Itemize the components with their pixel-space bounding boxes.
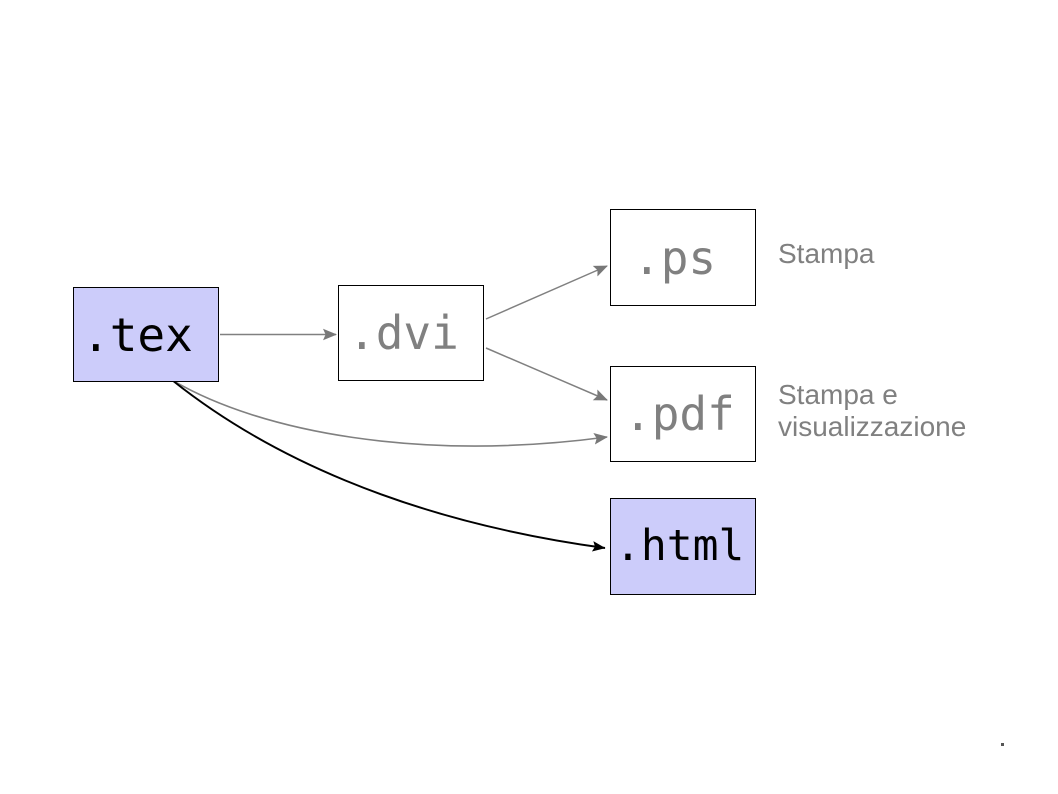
edge-dvi-to-ps — [485, 265, 608, 320]
node-pdf[interactable]: .pdf — [610, 366, 756, 462]
edge-dvi-to-pdf — [485, 347, 608, 401]
edge-tex-to-pdf — [171, 379, 608, 447]
edge-tex-to-html — [171, 379, 606, 552]
node-html-label: .html — [615, 521, 745, 571]
annotation-pdf-note: Stampa e visualizzazione — [778, 379, 967, 442]
node-tex-label: .tex — [82, 307, 193, 362]
node-html[interactable]: .html — [610, 498, 756, 595]
stray-dot-mark — [1001, 743, 1004, 746]
node-dvi[interactable]: .dvi — [338, 285, 484, 381]
node-tex[interactable]: .tex — [73, 287, 219, 382]
node-dvi-label: .dvi — [348, 306, 459, 360]
node-ps-label: .ps — [633, 230, 717, 285]
annotation-ps-note: Stampa — [778, 238, 875, 269]
node-pdf-label: .pdf — [624, 387, 735, 441]
node-ps[interactable]: .ps — [610, 209, 756, 306]
